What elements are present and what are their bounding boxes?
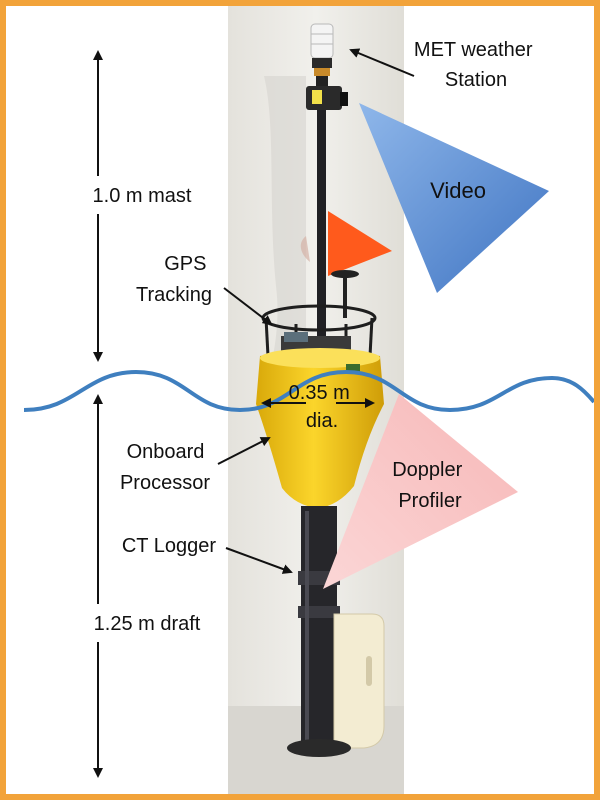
ct-logger-label: CT Logger (122, 535, 216, 557)
ct-logger-pointer (225, 547, 293, 574)
mast-pole (317, 96, 326, 366)
processor-label-line2: Processor (120, 472, 210, 494)
processor-pointer (217, 437, 271, 465)
gps-pointer (223, 287, 273, 326)
onboard-processor-label: Onboard Processor (120, 441, 210, 494)
pipe-highlight (305, 511, 309, 741)
gps-tracking-label: GPS Tracking (136, 253, 212, 306)
video-camera (306, 86, 348, 110)
float-body (256, 350, 384, 508)
flag (328, 211, 392, 276)
water-line (23, 369, 594, 413)
float-sticker (346, 364, 360, 374)
fin-slot (366, 656, 372, 686)
stabilizer-fin (333, 613, 385, 749)
gps-antenna-mast (343, 274, 347, 318)
video-label: Video (430, 178, 486, 203)
met-station-pointer (349, 48, 415, 77)
buoy-base (287, 739, 351, 757)
met-label-line1: MET weather (414, 39, 533, 61)
draft-length-label: 1.25 m draft (94, 613, 201, 635)
mast-length-label: 1.0 m mast (93, 185, 192, 207)
gps-label-line1: GPS (164, 253, 206, 275)
doppler-label-line1: Doppler (392, 459, 462, 481)
diameter-label-line1: 0.35 m (289, 382, 350, 404)
diameter-label: 0.35 m dia. (289, 382, 356, 432)
met-weather-station-label: MET weather Station (414, 39, 538, 91)
solar-panel (284, 332, 308, 342)
met-label-line2: Station (445, 69, 507, 91)
flag-shadow (300, 236, 310, 262)
diameter-label-line2: dia. (306, 410, 338, 432)
video-cone (359, 103, 549, 293)
buoy-diagram: MET weather Station Video 1.0 m mast GPS… (23, 6, 594, 794)
float-rim (260, 348, 380, 368)
doppler-profiler-label: Doppler Profiler (392, 459, 468, 512)
doppler-cone (323, 394, 518, 589)
gps-antenna (331, 270, 359, 278)
gps-label-line2: Tracking (136, 284, 212, 306)
processor-label-line1: Onboard (127, 441, 205, 463)
doppler-label-line2: Profiler (398, 490, 462, 512)
